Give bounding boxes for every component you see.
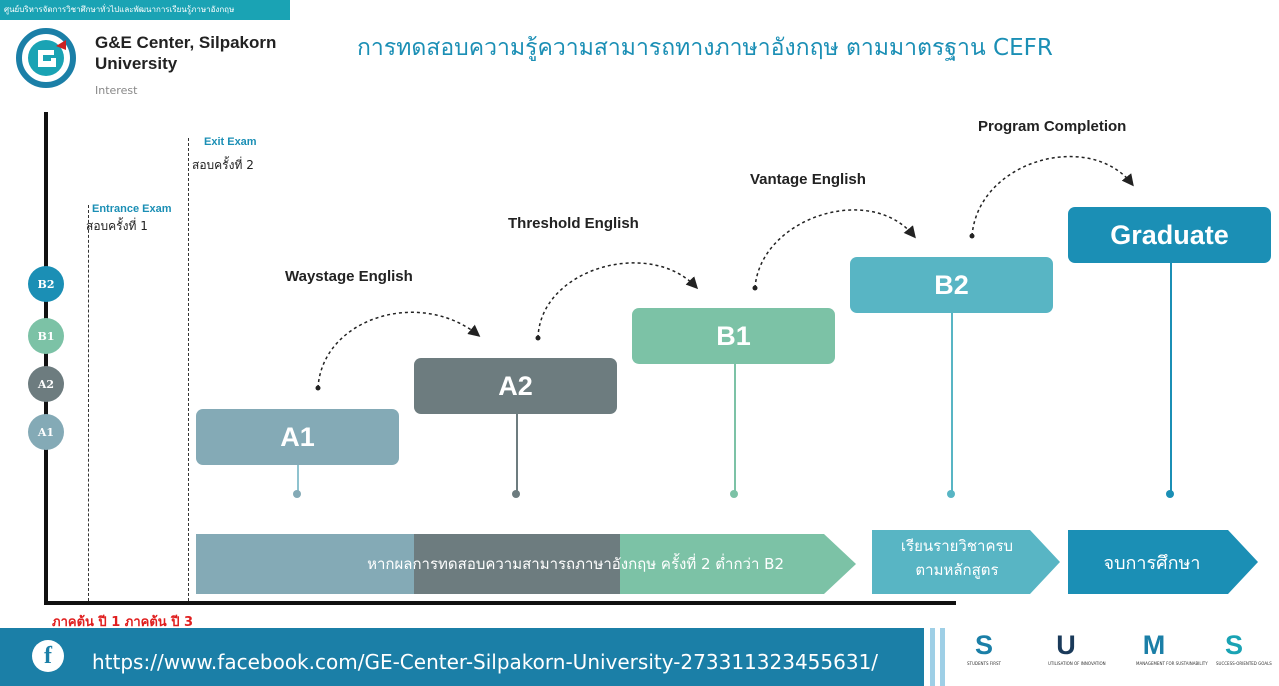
course-bar-line1: เรียนรายวิชาครบ [900,537,1014,555]
retake-bar-label: หากผลการทดสอบความสามารถภาษาอังกฤษ ครั้งท… [367,555,784,573]
stem-b1 [734,363,736,494]
stem-a2 [516,413,518,494]
sums-text: MANAGEMENT FOR SUSTAINABILITY [1136,661,1208,666]
horizontal-axis [44,601,956,605]
graduate-bar-label: จบการศึกษา [1103,552,1201,574]
stage-waystage: Waystage English [285,268,413,285]
sums-letter: U [1056,630,1076,660]
sums-item-s1: S STUDENTS FIRST [966,630,1002,666]
dot-b2 [947,490,955,498]
sums-item-u: U UTILISATION OF INNOVATION [1048,630,1106,666]
sums-letter: S [974,630,993,660]
top-banner: ศูนย์บริหารจัดการวิชาศึกษาทั่วไปและพัฒนา… [0,0,290,20]
arrow-start-dot [969,233,975,239]
sums-text: UTILISATION OF INNOVATION [1048,661,1106,666]
dot-graduate [1166,490,1174,498]
exit-exam-label: Exit Exam [204,136,257,148]
sums-item-m: M MANAGEMENT FOR SUSTAINABILITY [1136,630,1208,666]
facebook-icon[interactable]: f [32,640,64,672]
sums-text: SUCCESS-ORIENTED GOALS [1216,661,1272,666]
level-a1-circle: A1 [28,414,64,450]
box-b1: B1 [632,308,835,364]
stage-program-completion: Program Completion [978,118,1127,135]
stage-threshold: Threshold English [508,215,639,232]
footer-bar [0,628,924,686]
level-b2-circle: B2 [28,266,64,302]
footer-divider-2 [940,628,945,686]
graduate-bar [1068,530,1258,594]
stem-graduate [1170,262,1172,494]
level-a2-circle: A2 [28,366,64,402]
box-b2: B2 [850,257,1053,313]
vertical-axis [44,112,48,605]
facebook-link[interactable]: https://www.facebook.com/GE-Center-Silpa… [92,650,879,674]
arrow-start-dot [535,335,541,341]
exit-exam-line [188,138,189,601]
footer-divider-1 [930,628,935,686]
stem-a1 [297,464,299,494]
box-a2: A2 [414,358,617,414]
sums-text: STUDENTS FIRST [966,661,1001,666]
course-bar-line2: ตามหลักสูตร [915,561,999,579]
dot-a2 [512,490,520,498]
org-interest: Interest [95,84,138,97]
dot-b1 [730,490,738,498]
dot-a1 [293,490,301,498]
arrow-start-dot [752,285,758,291]
entrance-exam-sub: สอบครั้งที่ 1 [86,219,148,233]
org-name: G&E Center, Silpakorn University [95,33,277,73]
stem-b2 [951,313,953,494]
box-a1: A1 [196,409,399,465]
course-bar-label: เรียนรายวิชาครบ ตามหลักสูตร [872,534,1042,582]
arrow-start-dot [315,385,321,391]
retake-bar [196,534,856,594]
level-b1-circle: B1 [28,318,64,354]
semester-labels: ภาคต้น ปี 1 ภาคต้น ปี 3 [52,615,194,630]
box-graduate: Graduate [1068,207,1271,263]
course-bar [872,530,1060,594]
sums-letter: S [1224,630,1243,660]
exit-exam-sub: สอบครั้งที่ 2 [192,158,254,172]
entrance-exam-line [88,205,89,601]
page-title: การทดสอบความรู้ความสามารถทางภาษาอังกฤษ ต… [357,35,1053,61]
sums-item-s2: S SUCCESS-ORIENTED GOALS [1216,630,1272,666]
ge-center-logo [16,28,76,88]
stage-vantage: Vantage English [750,171,866,188]
sums-letter: M [1142,630,1166,660]
entrance-exam-label: Entrance Exam [92,203,172,215]
